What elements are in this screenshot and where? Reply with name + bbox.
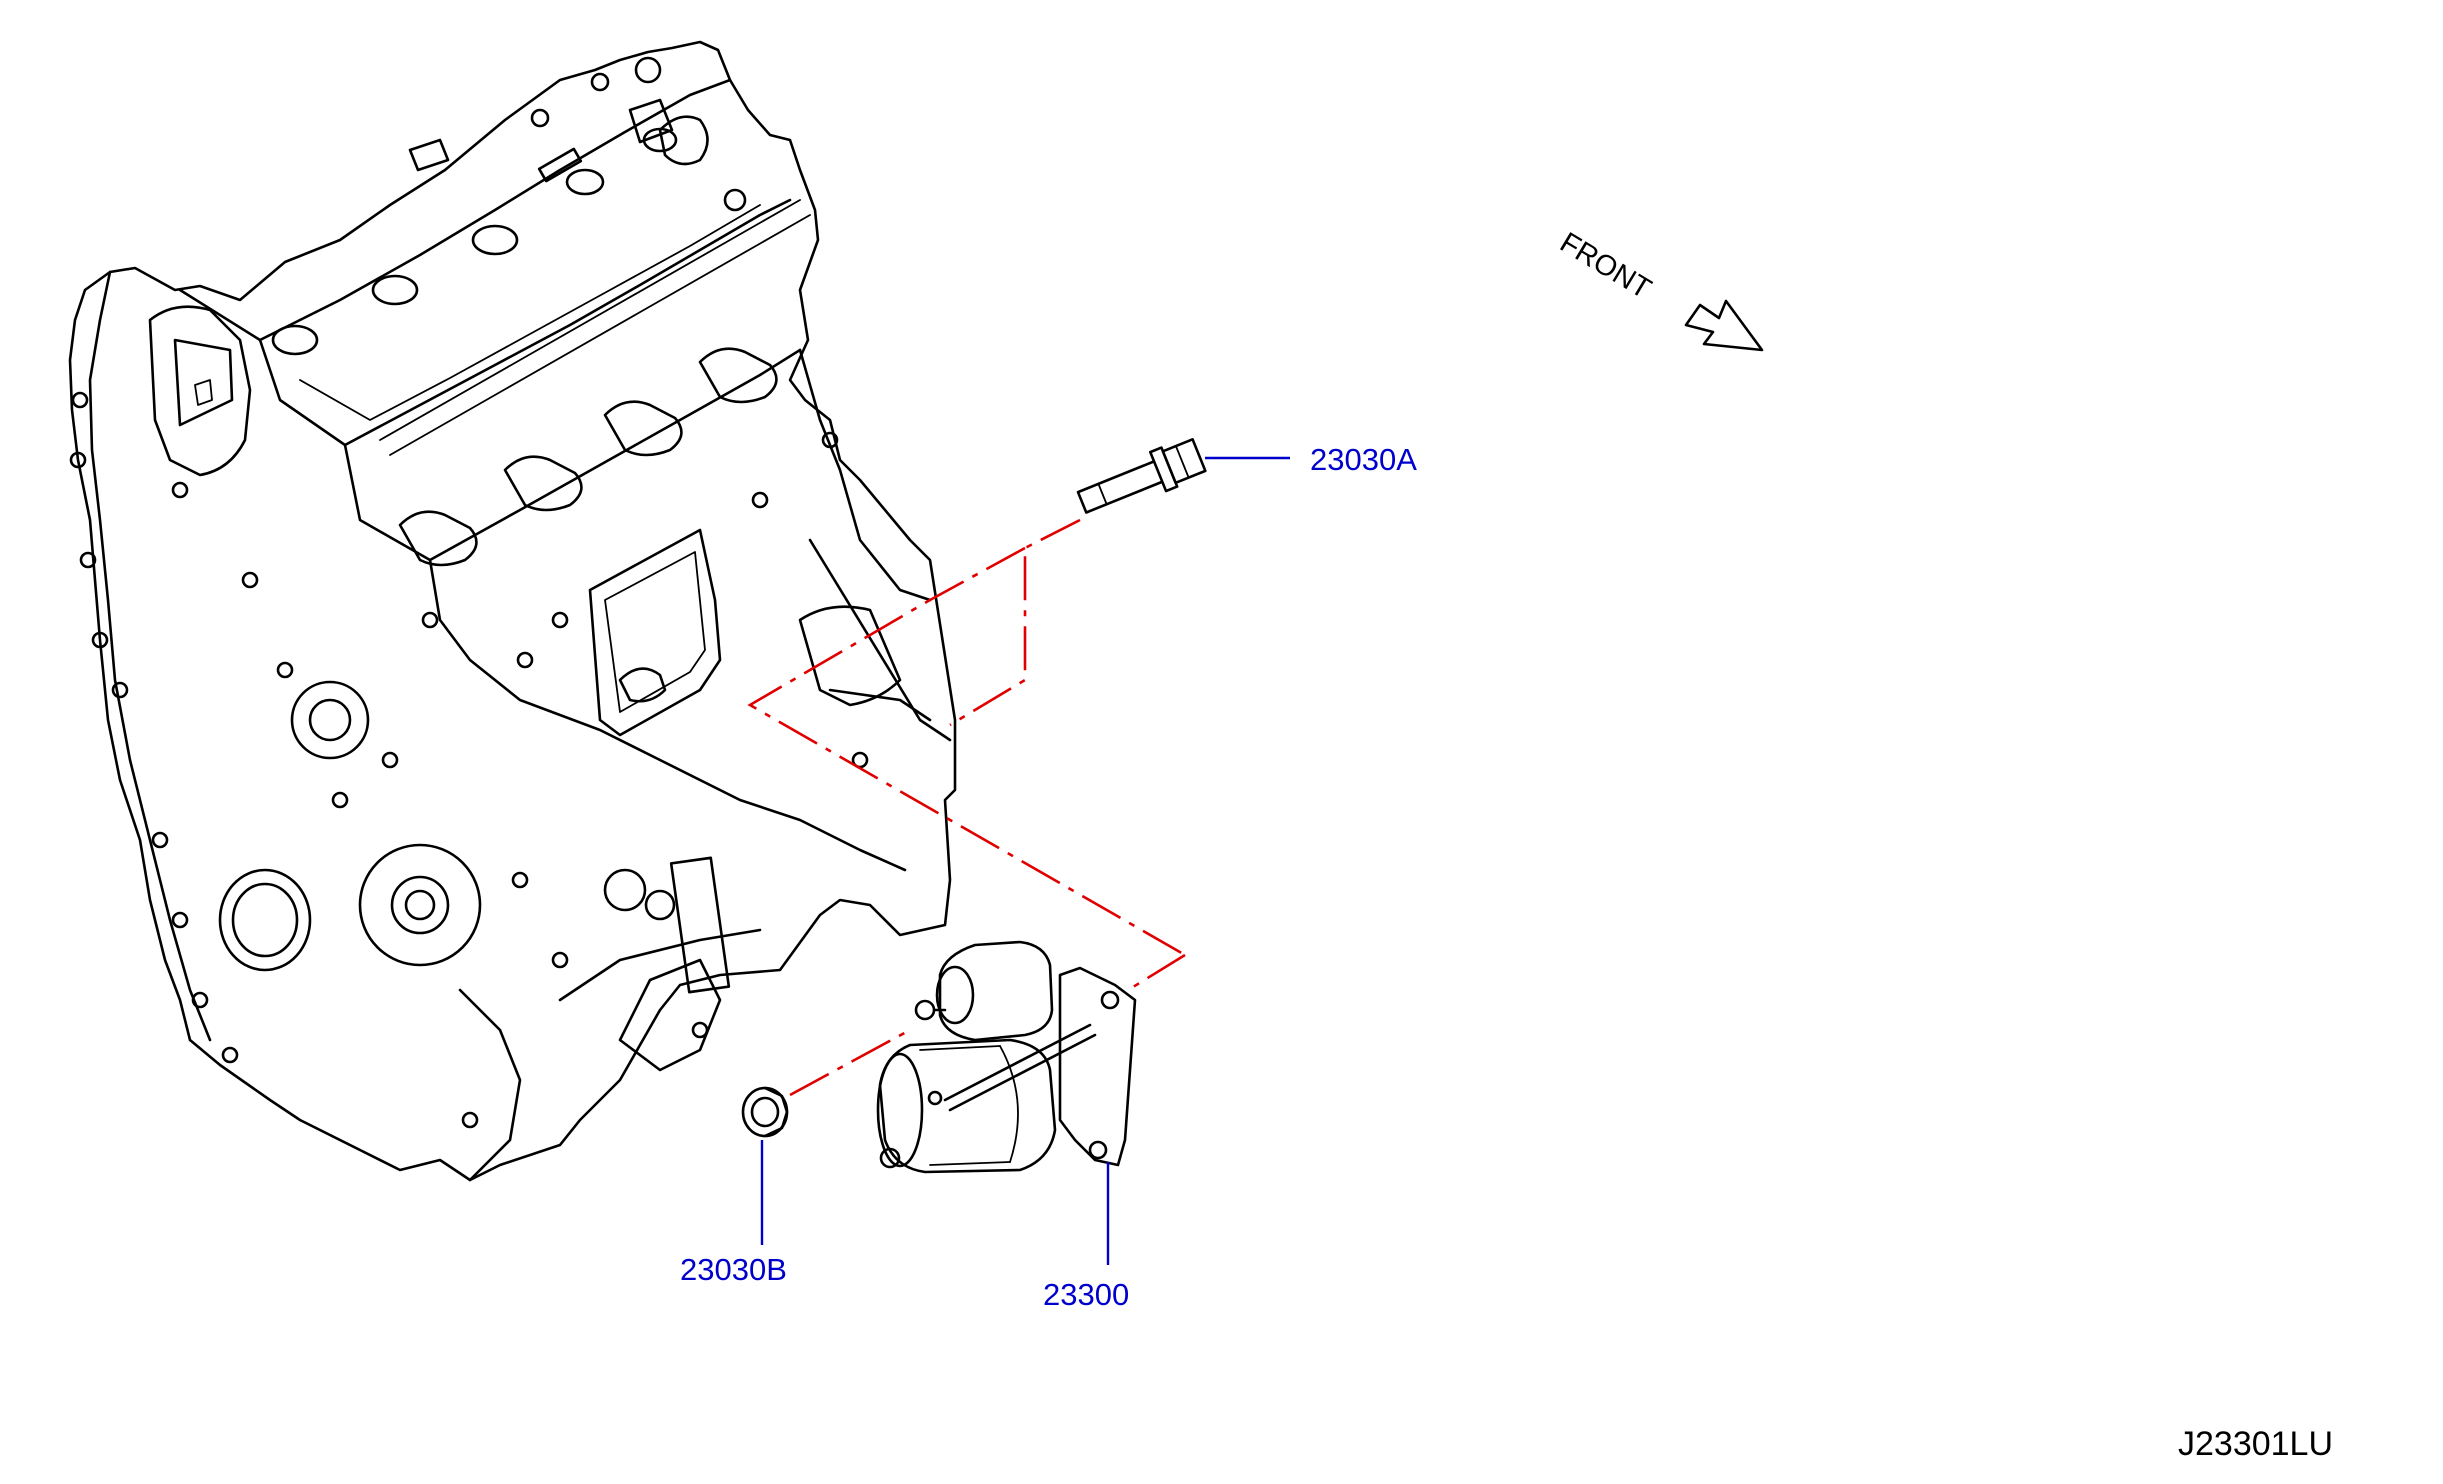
valve-cover-details	[271, 56, 747, 356]
front-arrow-icon	[1684, 299, 1764, 352]
bolt-heads	[69, 391, 869, 1129]
bolt-23030a: 23030A	[1076, 438, 1417, 514]
front-indicator: FRONT	[1554, 227, 1764, 352]
callout-23030b: 23030B	[680, 1252, 787, 1287]
engine-block	[68, 40, 957, 1182]
starter-motor-23300: 23300	[876, 940, 1137, 1312]
assembly-lines	[747, 518, 1186, 1097]
callout-23300: 23300	[1043, 1277, 1129, 1312]
intake-ports	[379, 199, 811, 567]
front-label: FRONT	[1554, 227, 1656, 306]
diagram-id: J23301LU	[2178, 1425, 2333, 1463]
callout-23030a: 23030A	[1310, 442, 1417, 477]
nut-23030b: 23030B	[680, 1086, 789, 1287]
